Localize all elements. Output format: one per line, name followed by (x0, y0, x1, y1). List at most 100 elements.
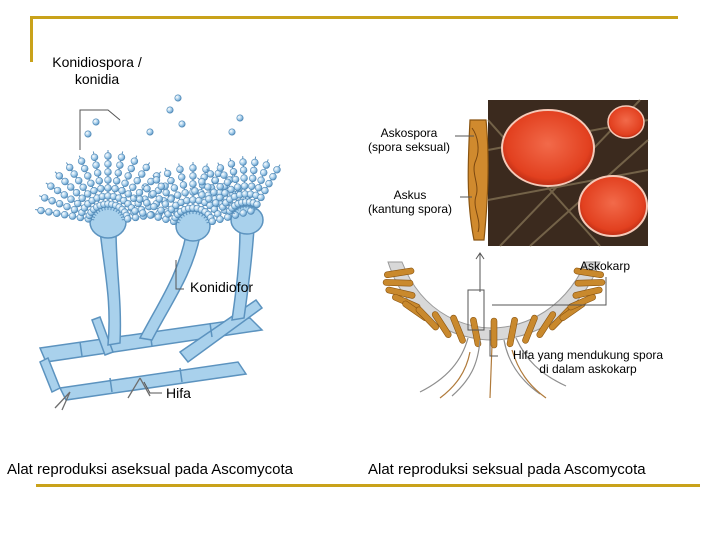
ascus (385, 286, 416, 299)
vesicle-heads (89, 205, 264, 242)
ascus (490, 317, 498, 349)
conidium (216, 193, 224, 202)
conidium (53, 209, 61, 218)
conidium (124, 190, 132, 198)
conidium (90, 153, 99, 162)
conidium (257, 176, 265, 184)
conidium (174, 191, 182, 199)
conidium (95, 177, 103, 185)
conidium (198, 178, 206, 186)
conidium (269, 172, 277, 181)
conidium (142, 163, 151, 172)
asci-row (382, 267, 606, 349)
conidium (181, 189, 189, 197)
conidium (224, 213, 232, 221)
conidium (265, 179, 273, 188)
ascus (384, 267, 415, 279)
conidium (65, 163, 74, 172)
conidium (216, 164, 225, 172)
conidium (127, 164, 136, 173)
conidium (104, 176, 112, 184)
conidium (55, 200, 64, 208)
conidium (97, 184, 105, 193)
conidium (116, 161, 124, 169)
conidium (157, 206, 165, 215)
conidium (139, 209, 147, 217)
conidium (179, 181, 188, 189)
ascocarp-cross-section (382, 261, 606, 399)
conidium (250, 166, 258, 175)
conidium (113, 177, 121, 185)
conidium (154, 213, 162, 221)
conidium (262, 161, 270, 169)
conidium (273, 166, 281, 174)
conidium (191, 187, 199, 195)
label-hifa-askokarp-line1: Hifa yang mendukung spora (512, 348, 664, 362)
conidium (216, 182, 224, 191)
conidium (189, 172, 197, 180)
conidium (150, 202, 158, 211)
conidium (163, 169, 172, 178)
conidium (227, 185, 235, 194)
ascus (536, 311, 557, 338)
conidium (167, 176, 175, 185)
conidium (205, 195, 213, 203)
conidium (104, 184, 112, 192)
conidium (257, 193, 265, 202)
conidium (240, 174, 248, 182)
conidium (261, 186, 269, 195)
frame-top-rule (30, 16, 678, 19)
conidium (78, 194, 86, 202)
label-askospora-line1: Askospora (380, 126, 438, 140)
conidium (189, 196, 197, 204)
conidium (60, 191, 69, 199)
hypha-network (38, 298, 264, 401)
conidium (212, 199, 220, 207)
leader-lines (79, 109, 607, 394)
conidium (247, 207, 255, 215)
conidium (136, 195, 144, 203)
conidium (247, 182, 256, 190)
conidium (77, 157, 86, 165)
ascus-detail (467, 119, 489, 241)
free-conidium (228, 128, 236, 136)
conidium (84, 190, 92, 198)
conidium (47, 182, 55, 190)
label-askokarp: Askokarp (580, 259, 631, 273)
conidium (111, 184, 119, 193)
conidium (131, 213, 140, 222)
conidium (130, 157, 139, 165)
frame-bottom-rule (36, 484, 700, 487)
conidium (104, 168, 112, 176)
caption-aseksual: Alat reproduksi aseksual pada Ascomycota (7, 461, 293, 478)
conidium (67, 183, 75, 191)
conidium (227, 160, 236, 168)
conidium (208, 217, 217, 226)
conidium (60, 211, 69, 219)
free-conidium (178, 120, 186, 128)
conidium (104, 160, 112, 168)
conidia-chains (35, 94, 281, 226)
conidium (121, 179, 129, 187)
label-hifa: Hifa (166, 385, 191, 401)
free-conidium (174, 94, 182, 102)
label-askospora-line2: (spora seksual) (367, 140, 451, 155)
conidium (149, 190, 157, 198)
conidium (48, 197, 56, 205)
conidium (239, 166, 248, 174)
ascus (506, 316, 518, 348)
label-konidiofor: Konidiofor (190, 279, 254, 295)
conidium (189, 164, 197, 172)
conidium (251, 158, 259, 167)
conidium (204, 183, 212, 191)
conidium (253, 200, 261, 209)
rhizoid-branches (54, 377, 151, 411)
free-conidium (92, 118, 100, 126)
conidium (63, 202, 71, 211)
conidium (104, 152, 112, 160)
conidium (189, 180, 197, 188)
conidium (68, 212, 77, 220)
conidium (233, 183, 242, 191)
ascus (470, 316, 482, 348)
